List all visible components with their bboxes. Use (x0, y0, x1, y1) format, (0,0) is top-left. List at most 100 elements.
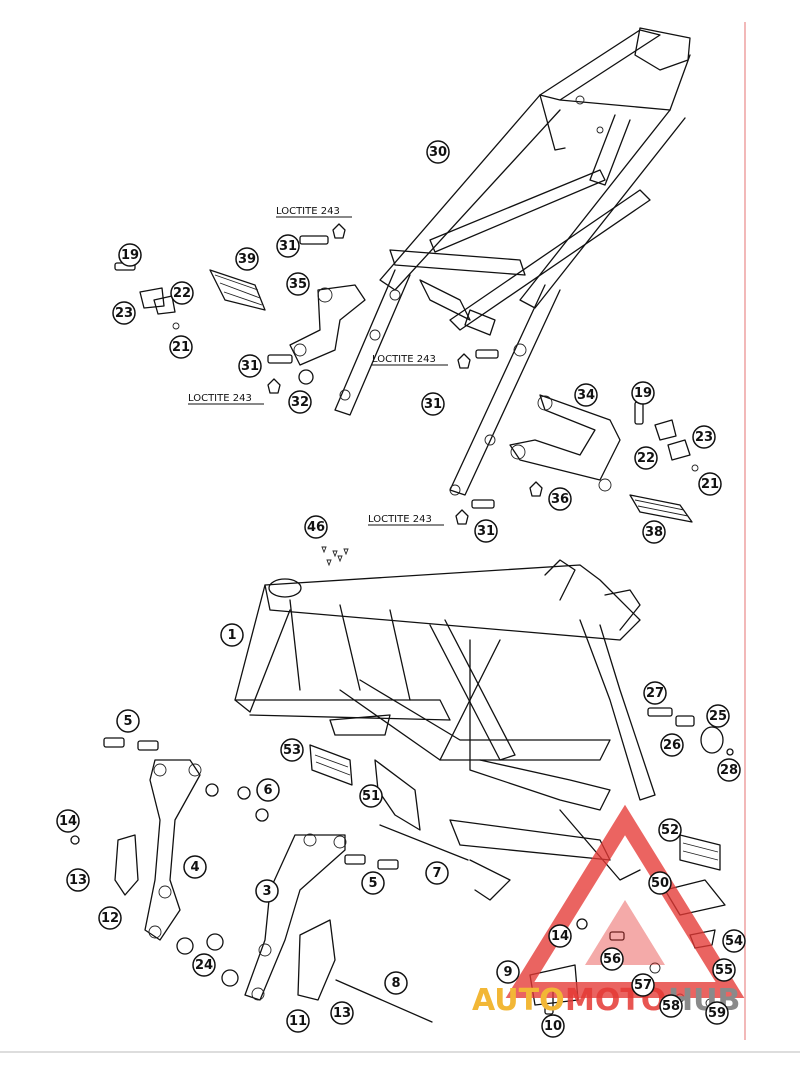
bushings (70, 737, 399, 987)
callout-23: 23 (692, 425, 716, 449)
callout-10: 10 (541, 1014, 565, 1038)
callout-31: 31 (421, 392, 445, 416)
right-footpeg (629, 494, 693, 523)
callout-number: 36 (551, 492, 569, 507)
callout-number: 55 (715, 963, 733, 978)
callout-number: 5 (368, 876, 377, 891)
sidestand-bracket-left (144, 759, 202, 941)
callout-24: 24 (192, 953, 216, 977)
callout-number: 5 (123, 714, 132, 729)
callout-number: 25 (709, 709, 727, 724)
callout-number: 31 (279, 239, 297, 254)
callout-number: 54 (725, 934, 743, 949)
callout-19: 19 (118, 243, 142, 267)
callout-27: 27 (643, 681, 667, 705)
callout-23: 23 (112, 301, 136, 325)
callout-31: 31 (276, 234, 300, 258)
right-footpeg-bracket (509, 394, 621, 492)
callout-number: 56 (603, 952, 621, 967)
callout-5: 5 (361, 871, 385, 895)
loctite-label-2: LOCTITE 243 (372, 354, 448, 366)
callout-14: 14 (548, 924, 572, 948)
loctite-text-2: LOCTITE 243 (372, 354, 436, 365)
callout-number: 53 (283, 743, 301, 758)
callout-32: 32 (288, 390, 312, 414)
rear-subframe (334, 27, 691, 496)
loctite-label-1: LOCTITE 243 (276, 206, 352, 218)
callout-3: 3 (255, 879, 279, 903)
callout-number: 35 (289, 277, 307, 292)
callout-7: 7 (425, 861, 449, 885)
callout-51: 51 (359, 784, 383, 808)
callout-number: 28 (720, 763, 738, 778)
loctite-text-4: LOCTITE 243 (368, 514, 432, 525)
callout-number: 13 (69, 873, 87, 888)
callout-number: 39 (238, 252, 256, 267)
callout-number: 24 (195, 958, 213, 973)
callout-46: 46 (304, 515, 328, 539)
callout-52: 52 (658, 818, 682, 842)
callout-1: 1 (220, 623, 244, 647)
callout-56: 56 (600, 947, 624, 971)
right-peg-springs (654, 419, 699, 472)
step-plate (374, 759, 421, 831)
callout-21: 21 (698, 472, 722, 496)
callout-22: 22 (634, 446, 658, 470)
callout-number: 3 (262, 884, 271, 899)
engine-mount-parts (647, 707, 734, 756)
callout-number: 21 (701, 477, 719, 492)
callout-8: 8 (384, 971, 408, 995)
callout-31: 31 (238, 354, 262, 378)
callout-number: 26 (663, 738, 681, 753)
callout-number: 19 (121, 248, 139, 263)
callout-number: 30 (429, 145, 447, 160)
callout-number: 57 (634, 978, 652, 993)
callout-number: 59 (708, 1006, 726, 1021)
callout-number: 23 (695, 430, 713, 445)
left-footpeg-bracket (289, 284, 366, 366)
callout-number: 9 (503, 965, 512, 980)
callout-55: 55 (712, 958, 736, 982)
loctite-label-3: LOCTITE 243 (188, 393, 264, 405)
callout-26: 26 (660, 733, 684, 757)
callout-number: 10 (544, 1019, 562, 1034)
callout-6: 6 (256, 778, 280, 802)
screw-set (321, 546, 349, 567)
callout-30: 30 (426, 140, 450, 164)
callout-12: 12 (98, 906, 122, 930)
footrest-52 (679, 834, 721, 871)
callout-number: 19 (634, 386, 652, 401)
callout-50: 50 (648, 871, 672, 895)
watermark-text: AUTO MOTO HUB (472, 983, 740, 1018)
callout-4: 4 (183, 855, 207, 879)
callout-number: 14 (59, 814, 77, 829)
watermark-logo (505, 804, 745, 998)
callout-number: 8 (391, 976, 400, 991)
bolt-group-upper (114, 223, 644, 525)
loctite-text-1: LOCTITE 243 (276, 206, 340, 217)
guard-plate (114, 834, 139, 896)
callout-number: 22 (173, 286, 191, 301)
callout-number: 23 (115, 306, 133, 321)
callout-number: 38 (645, 525, 663, 540)
callout-number: 58 (662, 999, 680, 1014)
callout-28: 28 (717, 758, 741, 782)
left-peg-springs (139, 287, 180, 330)
callout-number: 14 (551, 929, 569, 944)
callout-number: 27 (646, 686, 664, 701)
callout-number: 52 (661, 823, 679, 838)
callout-11: 11 (286, 1009, 310, 1033)
callout-number: 31 (424, 397, 442, 412)
chain-guide (297, 919, 336, 1001)
callout-number: 31 (477, 524, 495, 539)
main-frame (234, 559, 656, 901)
callout-13: 13 (330, 1001, 354, 1025)
watermark-part1: AUTO (472, 983, 565, 1018)
callout-13: 13 (66, 868, 90, 892)
callout-number: 51 (362, 789, 380, 804)
callout-number: 13 (333, 1006, 351, 1021)
callout-number: 31 (241, 359, 259, 374)
